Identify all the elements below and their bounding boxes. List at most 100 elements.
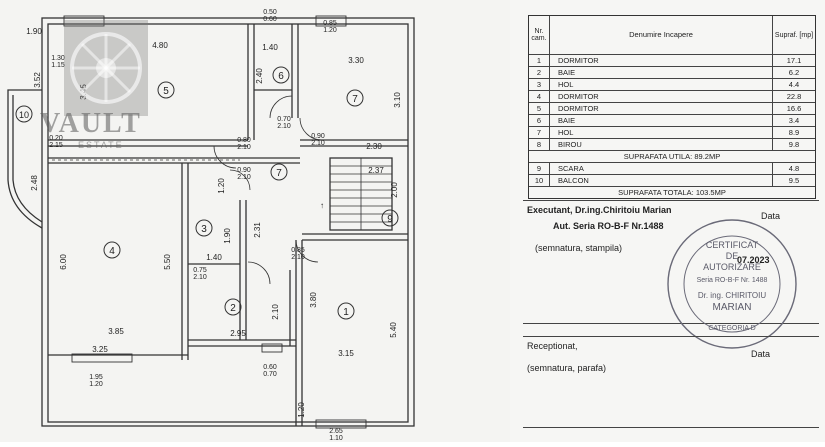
row-name: DORMITOR — [550, 55, 773, 66]
floor-plan-drawing: 1 2 3 4 5 6 7 7 9 10 1.90 4.80 0.50 0.60… — [7, 9, 415, 442]
dim-label: 2.95 — [230, 329, 246, 338]
receptionat-label: Receptionat, — [527, 341, 578, 351]
table-row: 3 HOL 4.4 — [529, 79, 815, 91]
table-row: 7 HOL 8.9 — [529, 127, 815, 139]
row-name: BIROU — [550, 139, 773, 150]
dim-label: 0.70 — [277, 116, 291, 123]
door-swing — [229, 169, 251, 191]
row-area: 17.1 — [786, 56, 802, 65]
row-area: 16.6 — [786, 104, 802, 113]
row-nr: 5 — [529, 103, 550, 114]
room-number: 9 — [387, 214, 393, 225]
dim-label: 2.10 — [193, 274, 207, 281]
room-number: 7 — [352, 94, 358, 105]
dim-label: 1.95 — [89, 374, 103, 381]
row-area: 9.8 — [788, 140, 800, 149]
row-nr: 10 — [529, 175, 550, 186]
table-row: 4 DORMITOR 22.8 — [529, 91, 815, 103]
header-area: Supraf. [mp] — [774, 31, 814, 39]
executant-signature-hint: (semnatura, stampila) — [535, 243, 623, 253]
row-area: 22.8 — [786, 92, 802, 101]
dim-label: 1.40 — [206, 253, 222, 262]
dim-label: 3.25 — [92, 345, 108, 354]
door-swing — [213, 145, 237, 169]
row-nr: 9 — [529, 163, 550, 174]
dim-label: 1.20 — [89, 381, 103, 388]
dim-label: 2.48 — [30, 175, 39, 191]
dim-label: 2.40 — [255, 68, 264, 84]
dim-label: 1.20 — [297, 402, 306, 418]
row-area: 6.2 — [788, 68, 800, 77]
room-number: 4 — [109, 246, 115, 257]
stamp-text: Seria RO-B-F Nr. 1488 — [697, 277, 768, 284]
executant-block: Executant, Dr.ing.Chiritoiu Marian Data … — [523, 200, 819, 324]
row-name: HOL — [550, 127, 773, 138]
dim-label: 0.85 — [291, 247, 305, 254]
row-nr: 3 — [529, 79, 550, 90]
row-name: BALCON — [550, 175, 773, 186]
window — [63, 15, 105, 27]
room-number: 5 — [163, 86, 169, 97]
dim-label: 1.90 — [26, 27, 42, 36]
dim-label: 0.90 — [311, 133, 325, 140]
dim-label: 0.60 — [263, 364, 277, 371]
stamp-text: AUTORIZARE — [703, 262, 761, 272]
total-area-row: SUPRAFATA TOTALA: 103.5mp — [618, 188, 726, 197]
row-nr: 7 — [529, 127, 550, 138]
dim-label: 1.40 — [262, 43, 278, 52]
table-row: 5 DORMITOR 16.6 — [529, 103, 815, 115]
row-name: DORMITOR — [550, 103, 773, 114]
window — [71, 353, 133, 363]
row-area: 9.5 — [788, 176, 800, 185]
row-name: BAIE — [550, 115, 773, 126]
window — [261, 343, 283, 353]
useful-area-row: SUPRAFATA UTILA: 89.2mp — [529, 151, 815, 163]
vault-estate-logo — [64, 20, 148, 116]
dim-label: 3.80 — [309, 292, 318, 308]
header-name: Denumire Incapere — [550, 16, 773, 54]
dim-label: 2.00 — [390, 182, 399, 198]
balcony-outline — [7, 89, 43, 229]
dim-label: 4.80 — [152, 41, 168, 50]
dim-label: 2.10 — [237, 144, 251, 151]
row-area: 4.8 — [788, 164, 800, 173]
dim-label: 1.15 — [51, 62, 65, 69]
table-row: 1 DORMITOR 17.1 — [529, 55, 815, 67]
room-number: 1 — [343, 307, 349, 318]
receptionat-signature-hint: (semnatura, parafa) — [527, 363, 607, 373]
door-swing — [269, 95, 293, 119]
dim-label: 0.70 — [263, 371, 277, 378]
window — [315, 419, 367, 429]
table-row: 6 BAIE 3.4 — [529, 115, 815, 127]
dim-label: 6.00 — [59, 254, 68, 270]
receptionat-date-label: Data — [751, 349, 771, 359]
executant-date-label: Data — [761, 211, 781, 221]
dim-label: 0.20 — [49, 135, 63, 142]
table-row: 2 BAIE 6.2 — [529, 67, 815, 79]
table-row: 9 SCARA 4.8 — [529, 163, 815, 175]
dim-label: 0.50 — [263, 9, 277, 16]
row-nr: 6 — [529, 115, 550, 126]
row-area: 3.4 — [788, 116, 800, 125]
row-name: BAIE — [550, 67, 773, 78]
executant-date-value: 07.2023 — [737, 255, 770, 265]
dim-label: 2.65 — [329, 428, 343, 435]
row-area: 4.4 — [788, 80, 800, 89]
dim-label: 0.75 — [193, 267, 207, 274]
room-number: 2 — [230, 303, 236, 314]
table-header: Nr. cam. Denumire Incapere Supraf. [mp] — [529, 16, 815, 55]
room-number: 10 — [19, 110, 29, 120]
dim-label: 2.30 — [366, 142, 382, 151]
dim-label: 1.20 — [217, 178, 226, 194]
row-name: HOL — [550, 79, 773, 90]
dim-label: 2.10 — [311, 140, 325, 147]
dim-label: 0.60 — [263, 16, 277, 23]
dim-label: 1.20 — [323, 27, 337, 34]
executant-label: Executant, Dr.ing.Chiritoiu Marian — [527, 205, 672, 215]
dim-label: 1.30 — [51, 55, 65, 62]
door-swing — [299, 117, 323, 141]
dim-label: 5.40 — [389, 322, 398, 338]
row-nr: 4 — [529, 91, 550, 102]
row-name: DORMITOR — [550, 91, 773, 102]
table-row: 10 BALCON 9.5 — [529, 175, 815, 187]
